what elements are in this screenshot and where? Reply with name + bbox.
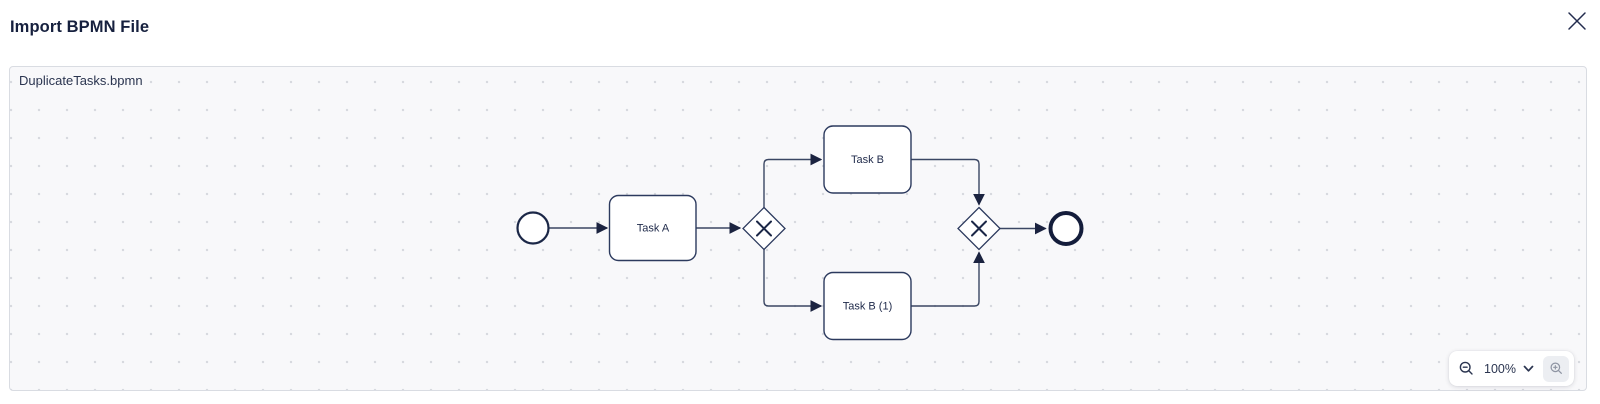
flow-gateway-split-to-task-b-1: [763, 249, 823, 312]
gateway-split: [742, 206, 786, 251]
flow-task-b-1-to-gateway-join: [911, 251, 985, 307]
flow-task-b-to-gateway-join: [911, 158, 985, 206]
zoom-in-button[interactable]: [1543, 355, 1569, 382]
bpmn-diagram: Task A Task B Task B (1): [516, 125, 1084, 341]
chevron-down-icon: [1523, 365, 1534, 372]
exclusive-gateway-x-icon: [971, 220, 987, 237]
zoom-level-value: 100%: [1484, 361, 1516, 376]
bpmn-preview-canvas[interactable]: DuplicateTasks.bpmn Task A: [9, 66, 1587, 391]
task-b-1-label: Task B (1): [843, 301, 893, 313]
page-title: Import BPMN File: [10, 18, 150, 36]
task-b: Task B: [823, 125, 912, 194]
bpmn-filename: DuplicateTasks.bpmn: [19, 73, 143, 88]
zoom-level-select[interactable]: 100%: [1484, 362, 1534, 376]
task-b-1: Task B (1): [823, 271, 912, 341]
task-a-label: Task A: [637, 223, 670, 235]
flow-gateway-split-to-task-b: [763, 153, 823, 208]
close-icon: [1568, 12, 1586, 30]
task-b-label: Task B: [851, 154, 884, 166]
end-event: [1048, 211, 1084, 246]
exclusive-gateway-x-icon: [756, 220, 772, 237]
task-a: Task A: [608, 194, 697, 262]
zoom-out-icon: [1459, 361, 1473, 375]
modal-header: Import BPMN File: [0, 0, 1600, 66]
gateway-join: [957, 206, 1001, 251]
zoom-out-button[interactable]: [1458, 360, 1475, 377]
sequence-flows: [549, 153, 1047, 312]
zoom-in-icon: [1549, 362, 1562, 374]
zoom-controls: 100%: [1449, 351, 1574, 386]
close-button[interactable]: [1564, 8, 1590, 34]
start-event: [516, 211, 550, 245]
